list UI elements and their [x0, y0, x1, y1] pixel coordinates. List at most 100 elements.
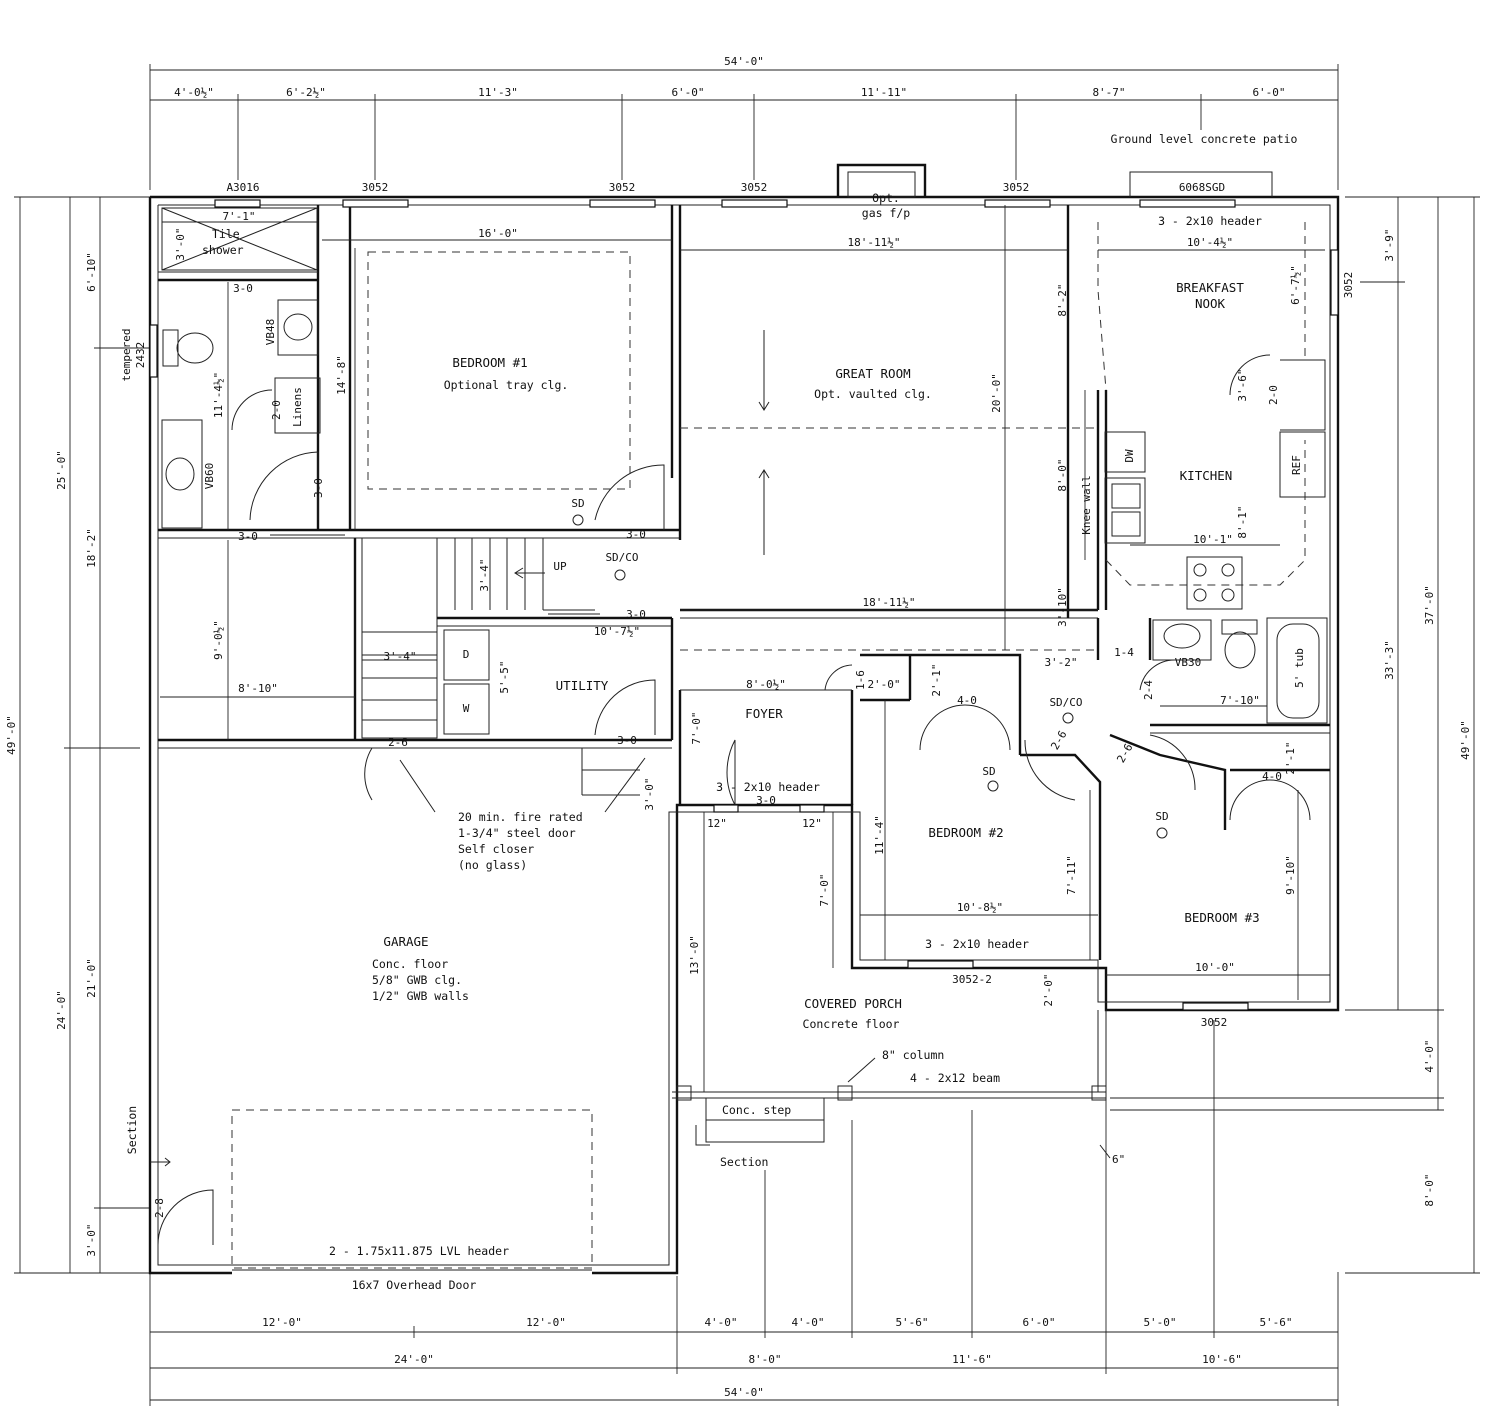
dimension-text: 54'-0" 4'-0½" 6'-2½" 11'-3" 6'-0" 11'-11… — [5, 55, 1472, 1399]
dim-interior: 7'-0" — [690, 711, 703, 744]
dim-bottom-row1: 4'-0" — [791, 1316, 824, 1329]
dim-right-overall: 49'-0" — [1459, 720, 1472, 760]
dim-interior: 2-4 — [1142, 680, 1155, 700]
dim-top-seg: 6'-0" — [1252, 86, 1285, 99]
washer-label: W — [463, 702, 470, 715]
dim-interior: 12" — [707, 817, 727, 830]
header-note: 3 - 2x10 header — [716, 780, 820, 794]
dim-bottom-row2: 24'-0" — [394, 1353, 434, 1366]
dim-interior: 2-0 — [1267, 385, 1280, 405]
beam-note: 4 - 2x12 beam — [910, 1071, 1000, 1085]
garage-note: 1/2" GWB walls — [372, 989, 469, 1003]
fire-door-note: 1-3/4" steel door — [458, 826, 576, 840]
interior-dimensions: 7'-1" 3'-0" 3-0 11'-4½" 16'-0" 14'-8" 3-… — [153, 205, 1330, 1218]
dim-interior: 3-0 — [238, 530, 258, 543]
dim-interior: 2'-0" — [1042, 973, 1055, 1006]
dim-interior: 3'-10" — [1056, 587, 1069, 627]
fire-door-note: (no glass) — [458, 858, 527, 872]
window-tag: 3052 — [741, 181, 768, 194]
dim-bottom-row1: 5'-0" — [1143, 1316, 1176, 1329]
vanity-label: VB30 — [1175, 656, 1202, 669]
dashed-lines — [231, 222, 1306, 1269]
sdco-label: SD/CO — [605, 551, 638, 564]
garage-label: GARAGE — [383, 934, 428, 949]
dim-top-overall: 54'-0" — [724, 55, 764, 68]
dim-interior: 2-6 — [388, 736, 408, 749]
dryer-label: D — [463, 648, 470, 661]
window-tag: 3052 — [1342, 272, 1355, 299]
dim-interior: 10'-7½" — [594, 625, 640, 638]
window-tag: 3052 — [609, 181, 636, 194]
dim-bottom-row1: 6'-0" — [1022, 1316, 1055, 1329]
vanity-label: VB48 — [264, 319, 277, 346]
dim-bottom-row1: 12'-0" — [526, 1316, 566, 1329]
dim-top-seg: 11'-11" — [861, 86, 907, 99]
room-labels: BEDROOM #1 Optional tray clg. GREAT ROOM… — [372, 280, 1260, 1031]
garage-note: 5/8" GWB clg. — [372, 973, 462, 987]
exterior-walls — [148, 195, 1340, 1276]
dim-top-seg: 8'-7" — [1092, 86, 1125, 99]
dim-interior: 3'-4" — [383, 650, 416, 663]
dim-top-seg: 4'-0½" — [174, 86, 214, 99]
dim-left-overall: 49'-0" — [5, 715, 18, 755]
dim-interior: 8'-0½" — [746, 678, 786, 691]
dim-interior: 10'-4½" — [1187, 236, 1233, 249]
section-mark: Section — [125, 1106, 139, 1154]
window-tag: 3052 — [1003, 181, 1030, 194]
windows — [149, 199, 1339, 1011]
dim-interior: 9'-0½" — [212, 620, 225, 660]
dim-interior: 11'-4" — [873, 815, 886, 855]
fireplace-label: gas f/p — [862, 206, 911, 220]
dim-bottom-row2: 8'-0" — [748, 1353, 781, 1366]
dim-interior: 16'-0" — [478, 227, 518, 240]
dim-interior: 8'-1" — [1236, 505, 1249, 538]
dim-interior: 3-0 — [626, 528, 646, 541]
window-tag: 3052 — [1201, 1016, 1228, 1029]
column-note: 8" column — [882, 1048, 944, 1062]
dim-left-inner: 21'-0" — [85, 958, 98, 998]
dim-right-inner: 3'-9" — [1383, 228, 1396, 261]
dim-interior: 2'-1" — [1284, 741, 1297, 774]
header-note: 3 - 2x10 header — [1158, 214, 1262, 228]
dim-top-seg: 6'-0" — [671, 86, 704, 99]
step-note: Conc. step — [722, 1103, 791, 1117]
dim-interior: 18'-11½" — [848, 236, 901, 249]
garage-note: Conc. floor — [372, 957, 448, 971]
overhead-door-note: 16x7 Overhead Door — [352, 1278, 477, 1292]
dim-interior: 3-0 — [626, 608, 646, 621]
bedroom2-label: BEDROOM #2 — [928, 825, 1003, 840]
dim-top-seg: 6'-2½" — [286, 86, 326, 99]
foyer-label: FOYER — [745, 706, 783, 721]
dim-interior: 11'-4½" — [212, 372, 225, 418]
dim-interior: 12" — [802, 817, 822, 830]
dim-left-inner: 3'-0" — [85, 1223, 98, 1256]
dim-top-seg: 11'-3" — [478, 86, 518, 99]
six-inch-note: 6" — [1112, 1153, 1125, 1166]
dim-interior: 14'-8" — [335, 355, 348, 395]
dim-interior: 4-0 — [1262, 770, 1282, 783]
dim-interior: 20'-0" — [990, 373, 1003, 413]
dim-interior: 2-6 — [1048, 728, 1069, 752]
dim-interior: 5'-5" — [498, 660, 511, 693]
shower-label: Tile — [212, 227, 240, 241]
dim-interior: 1-4 — [1114, 646, 1134, 659]
sd-label: SD — [982, 765, 995, 778]
dim-interior: 3'-0" — [643, 777, 656, 810]
dim-bottom-row1: 5'-6" — [1259, 1316, 1292, 1329]
great-room-note: Opt. vaulted clg. — [814, 387, 932, 401]
shower-label: shower — [202, 243, 244, 257]
dim-interior: 3-0 — [312, 478, 325, 498]
tub-label: 5' tub — [1293, 648, 1306, 688]
sd-label: SD — [1155, 810, 1168, 823]
dim-interior: 9'-10" — [1284, 855, 1297, 895]
interior-walls — [158, 205, 1330, 960]
dim-interior: 2-0 — [270, 400, 283, 420]
dim-interior: 7'-0" — [818, 873, 831, 906]
dim-bottom-row2: 10'-6" — [1202, 1353, 1242, 1366]
dim-interior: 6'-7½" — [1289, 265, 1302, 305]
dim-right-inner: 33'-3" — [1383, 640, 1396, 680]
sdco-label: SD/CO — [1049, 696, 1082, 709]
fridge-label: REF — [1290, 455, 1303, 475]
dim-interior: 10'-1" — [1193, 533, 1233, 546]
